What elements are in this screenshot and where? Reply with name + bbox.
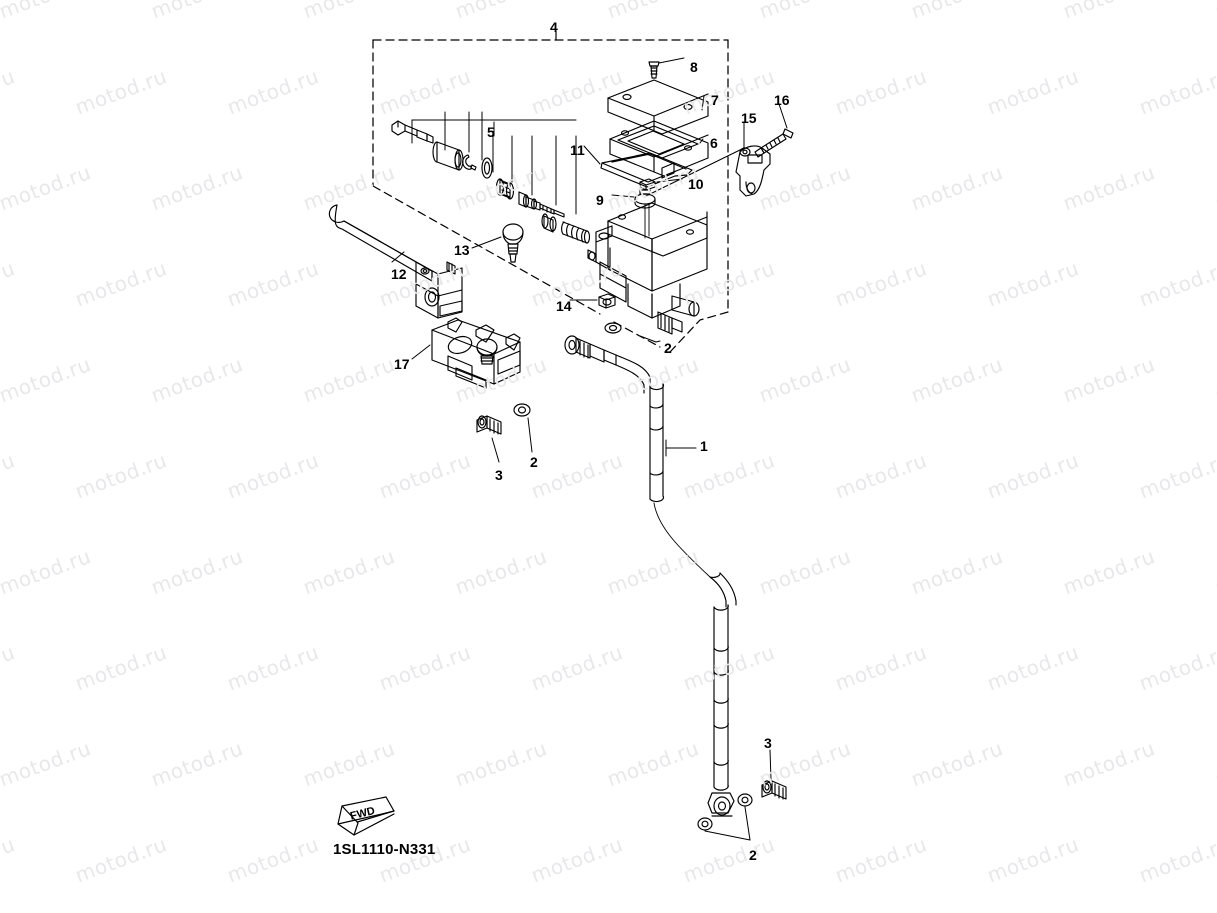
kit-dashed-box — [372, 39, 729, 313]
callout-nut-10: 10 — [688, 176, 704, 192]
lower-hose-fitting — [697, 749, 787, 841]
master-cylinder-body — [587, 202, 708, 335]
reservoir-cap-assembly — [583, 57, 709, 188]
callout-switch-bracket-15: 15 — [741, 110, 757, 126]
callout-nut-14: 14 — [556, 298, 572, 314]
callout-bracket-screw-16: 16 — [774, 92, 790, 108]
callout-copper-washer-2a: 2 — [530, 454, 538, 470]
callout-diaphragm-11: 11 — [570, 142, 585, 158]
callout-copper-washer-2b: 2 — [749, 847, 757, 863]
callout-reservoir-cap-7: 7 — [711, 92, 719, 108]
piston-kit-assembly — [391, 111, 591, 244]
callout-piston-kit-5: 5 — [487, 124, 495, 140]
lever-adjuster — [471, 223, 524, 263]
brake-hose — [564, 335, 737, 791]
callout-master-cylinder-kit-4: 4 — [550, 19, 558, 35]
callout-cap-screw-8: 8 — [690, 59, 698, 75]
callout-brake-hose-1: 1 — [700, 438, 708, 454]
fwd-arrow-mark — [337, 796, 395, 836]
brake-lever — [328, 204, 463, 319]
union-bolt-upper — [476, 403, 533, 463]
callout-brake-lever-12: 12 — [391, 266, 407, 282]
callout-union-bolt-3a: 3 — [495, 467, 503, 483]
callout-copper-washer-2c: 2 — [664, 340, 672, 356]
callout-reservoir-holder-6: 6 — [710, 135, 718, 151]
switch-bracket-assembly — [645, 103, 794, 197]
callout-lever-adjuster-13: 13 — [454, 242, 470, 258]
handlebar-clamp — [411, 317, 521, 389]
kit-dashed-diagonal — [372, 185, 729, 353]
part-number-label: 1SL1110-N331 — [333, 841, 436, 858]
small-parts-9-10 — [611, 178, 683, 239]
callout-union-bolt-3b: 3 — [764, 735, 772, 751]
nut-14-washer-2 — [569, 293, 661, 343]
callout-plug-9: 9 — [596, 192, 604, 208]
callout-handlebar-clamp-17: 17 — [394, 356, 410, 372]
